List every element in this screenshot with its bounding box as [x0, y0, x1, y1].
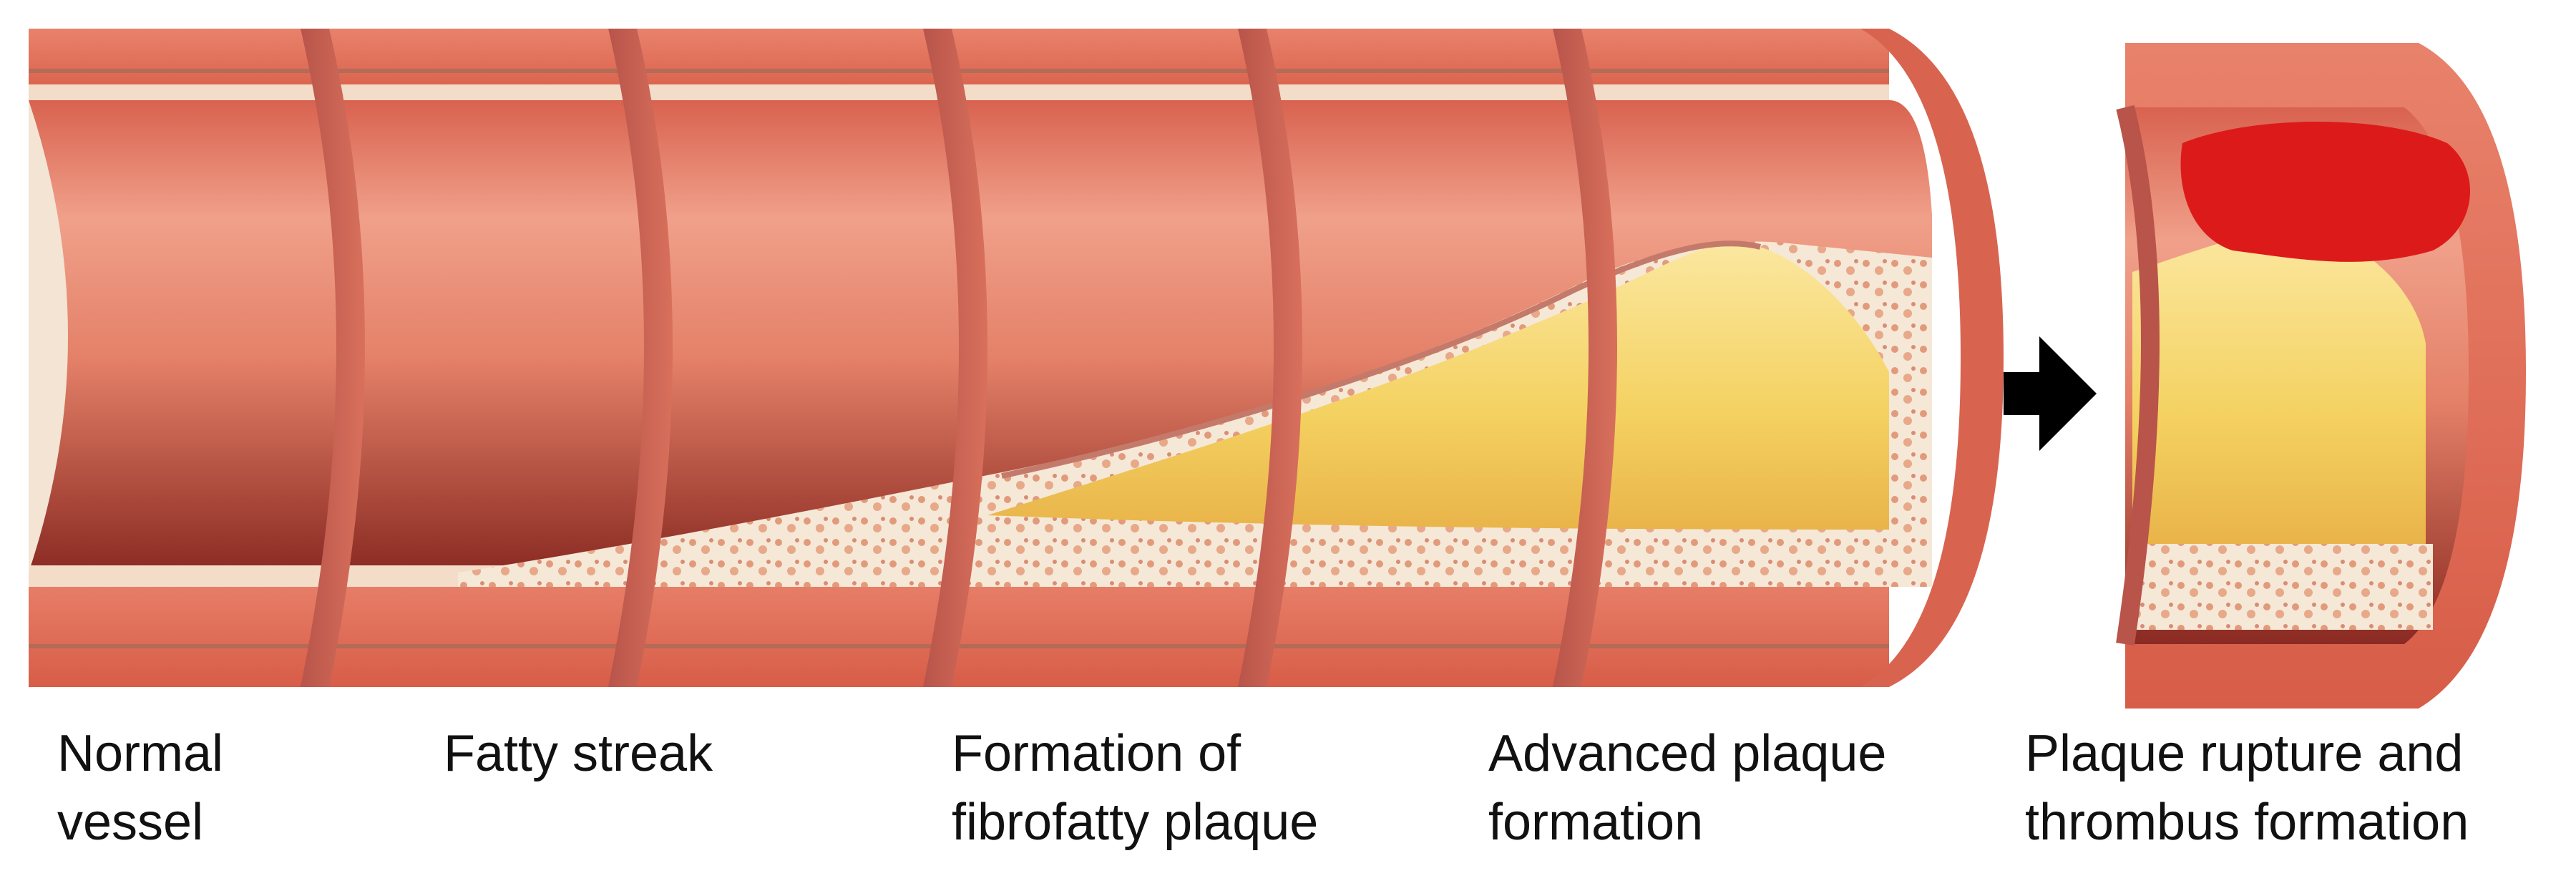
vessel-opening-left [29, 100, 68, 573]
plaque-lipid-core [987, 242, 1889, 530]
caption-advanced-plaque: Advanced plaque formation [1488, 725, 1887, 851]
thrombus [2180, 122, 2471, 262]
caption-plaque-rupture: Plaque rupture and thrombus formation [2025, 725, 2469, 851]
fibrous-cap [1001, 240, 1761, 479]
segment-rims [301, 29, 1617, 687]
caption-fibrofatty-plaque: Formation of fibrofatty plaque [952, 725, 1319, 851]
caption-fatty-streak: Fatty streak [444, 725, 713, 782]
right-arrow-icon [2004, 336, 2097, 451]
plaque-lipid-core-ruptured [2132, 228, 2426, 544]
vessel-end-cap [1860, 29, 2004, 687]
caption-normal-vessel: Normal vessel [57, 725, 224, 851]
rupture-segment [2116, 43, 2526, 709]
